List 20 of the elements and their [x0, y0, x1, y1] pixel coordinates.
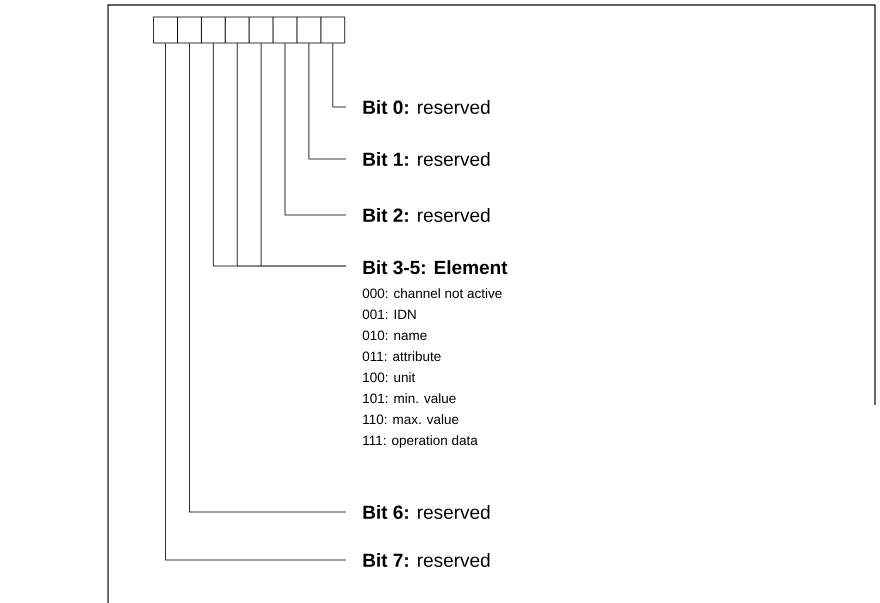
- bit-label: Bit 1: reserved: [363, 152, 490, 166]
- bit-cell: [320, 16, 346, 44]
- bit-cell: [224, 16, 250, 44]
- connector-line: [308, 43, 346, 160]
- bit-cell: [153, 16, 178, 44]
- bit-label: Bit 0: reserved: [363, 100, 490, 114]
- bit-label: Bit 2: reserved: [363, 208, 490, 222]
- connector-line: [212, 43, 346, 266]
- bit-label: Bit 6: reserved: [363, 505, 490, 519]
- connector-line: [189, 43, 346, 512]
- connector-line: [332, 43, 346, 108]
- connector-line: [165, 43, 346, 560]
- bit-cell: [248, 16, 274, 44]
- bit-label: Bit 7: reserved: [363, 553, 490, 567]
- connector-line: [284, 43, 346, 216]
- bit-description: Bit 3-5: Element 000: channel not active 001: IDN 010: name 011: attribute 100: unit 101: min. value 110: max. value 111: operation data: [362, 260, 508, 448]
- bit-cell: [200, 16, 226, 44]
- bit-cell: [272, 16, 298, 44]
- bit-cell: [177, 16, 202, 44]
- bit-cell: [296, 16, 322, 44]
